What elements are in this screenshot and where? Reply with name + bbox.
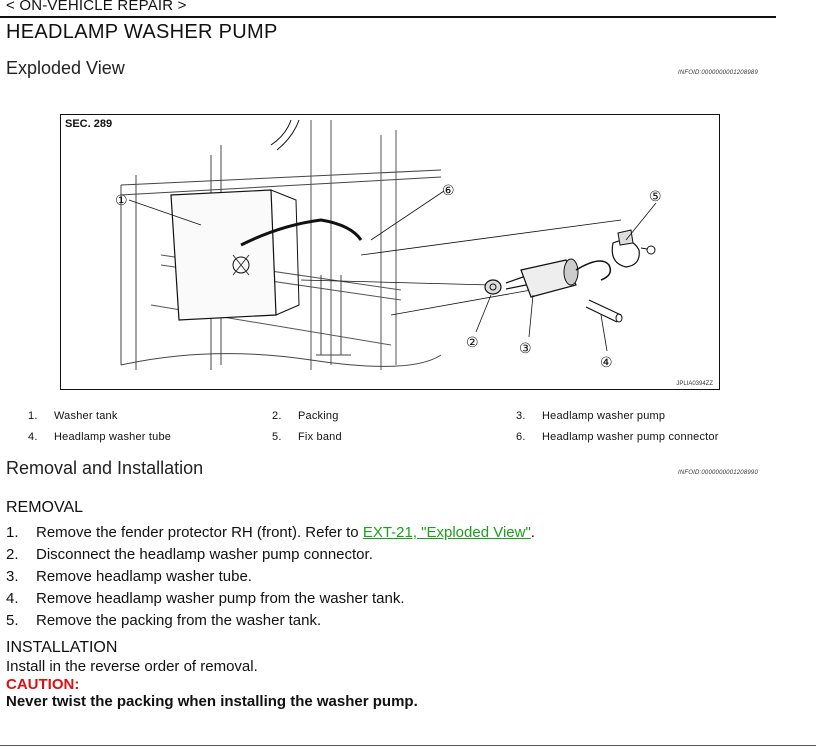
callout-5: ⑤	[649, 189, 662, 205]
callout-4: ④	[600, 355, 613, 371]
washer-tank-neck	[270, 119, 300, 151]
callout-1: ①	[115, 193, 128, 209]
legend-item-3: 3.Headlamp washer pump	[516, 410, 666, 422]
breadcrumb: < ON-VEHICLE REPAIR >	[6, 0, 187, 14]
legend-item-4: 4.Headlamp washer tube	[28, 431, 172, 443]
callout-2: ②	[466, 335, 479, 351]
removal-step-5: 5.Remove the packing from the washer tan…	[6, 612, 322, 629]
assembly-line-1	[360, 219, 622, 256]
pump-wire	[575, 260, 612, 281]
washer-tank-body	[170, 189, 277, 321]
removal-step-2: 2.Disconnect the headlamp washer pump co…	[6, 546, 373, 563]
fix-band-bolt	[646, 245, 656, 255]
exploded-view-link[interactable]: EXT-21, "Exploded View"	[362, 524, 531, 541]
bay-structure	[120, 145, 222, 370]
legend-item-2: 2.Packing	[272, 410, 339, 422]
leader-2	[475, 294, 492, 333]
tank-port	[232, 256, 250, 274]
leader-5	[625, 202, 657, 241]
removal-installation-info-id: INFOID:0000000001208990	[678, 470, 758, 476]
washer-pump-body	[520, 259, 577, 298]
caution-label: CAUTION:	[6, 676, 80, 693]
tank-port-detail	[232, 254, 250, 276]
washer-tube-end	[615, 313, 623, 323]
assembly-line-2	[300, 279, 492, 286]
fix-band-tab	[617, 229, 634, 246]
figure-code: JPLIA0394ZZ	[676, 381, 713, 387]
fix-band-bolt-stem	[640, 247, 648, 250]
bottom-rule	[0, 745, 816, 746]
removal-installation-heading: Removal and Installation	[6, 458, 204, 478]
top-rule	[0, 16, 776, 18]
packing-hole	[489, 283, 497, 291]
hose	[240, 218, 363, 247]
page-title: HEADLAMP WASHER PUMP	[6, 21, 278, 43]
removal-heading: REMOVAL	[6, 499, 84, 516]
washer-tank-side	[270, 189, 300, 316]
callout-3: ③	[519, 341, 532, 357]
bay-column	[316, 275, 351, 356]
exploded-view-info-id: INFOID:0000000001208989	[678, 70, 758, 76]
leader-4	[600, 314, 608, 352]
washer-pump-cap	[563, 258, 579, 286]
removal-step-4: 4.Remove headlamp washer pump from the w…	[6, 590, 405, 607]
legend-item-6: 6.Headlamp washer pump connector	[516, 431, 719, 443]
exploded-view-figure: SEC. 289	[60, 114, 720, 390]
washer-pump-nozzle	[505, 276, 527, 290]
caution-text: Never twist the packing when installing …	[6, 693, 418, 710]
bay-beam	[120, 169, 442, 196]
legend-item-5: 5.Fix band	[272, 431, 342, 443]
legend-item-1: 1.Washer tank	[28, 410, 118, 422]
removal-step-3: 3.Remove headlamp washer tube.	[6, 568, 252, 585]
removal-step-1: 1.Remove the fender protector RH (front)…	[6, 524, 535, 541]
figure-section-label: SEC. 289	[65, 118, 113, 130]
leader-3	[528, 294, 534, 338]
assembly-line-3	[390, 289, 532, 316]
packing-part	[484, 279, 502, 295]
exploded-view-drawing: ① ② ③ ④ ⑤ ⑥	[115, 119, 662, 371]
exploded-view-heading: Exploded View	[6, 58, 125, 78]
bay-panel	[310, 120, 397, 370]
washer-tube	[585, 299, 622, 323]
installation-heading: INSTALLATION	[6, 639, 118, 656]
leader-1	[128, 199, 202, 226]
leader-6	[370, 190, 445, 241]
callout-6: ⑥	[442, 183, 455, 199]
bay-floor	[120, 353, 442, 367]
installation-text: Install in the reverse order of removal.	[6, 658, 258, 675]
